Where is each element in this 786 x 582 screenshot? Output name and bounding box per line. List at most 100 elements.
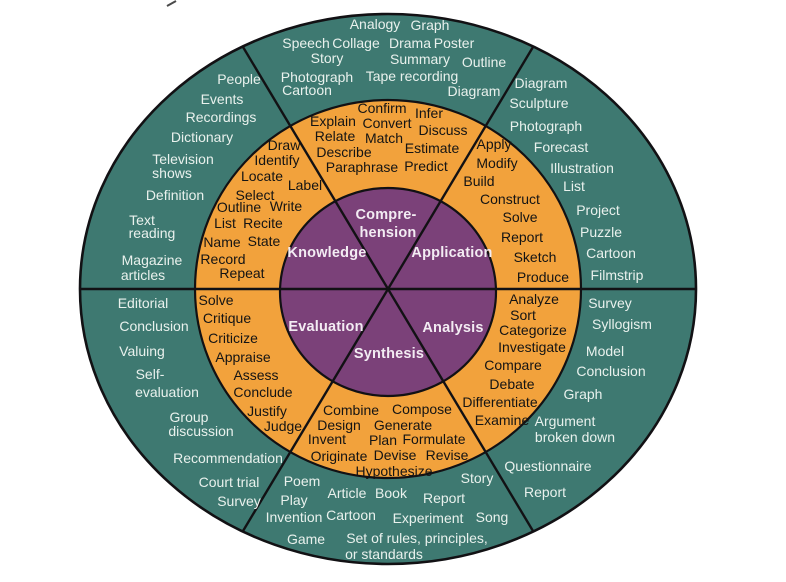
application-verb-apply: Apply xyxy=(476,136,511,152)
knowledge-verb-state: State xyxy=(248,233,281,249)
knowledge-product-definition: Definition xyxy=(146,187,204,203)
comprehension-verb-relate: Relate xyxy=(315,128,356,144)
knowledge-product-reading: reading xyxy=(129,225,176,241)
analysis-verb-categorize: Categorize xyxy=(499,322,567,338)
evaluation-verb-criticize: Criticize xyxy=(208,330,258,346)
application-verb-solve: Solve xyxy=(502,209,537,225)
application-verb-produce: Produce xyxy=(517,269,569,285)
knowledge-verb-list: List xyxy=(214,215,236,231)
knowledge-product-text: Text xyxy=(129,212,155,228)
level-label-synthesis: Synthesis xyxy=(354,346,424,362)
analysis-product-report: Report xyxy=(524,484,566,500)
synthesis-verb-invent: Invent xyxy=(308,431,346,447)
synthesis-verb-formulate: Formulate xyxy=(402,431,465,447)
cropped-text-fragment xyxy=(166,0,177,7)
application-verb-sketch: Sketch xyxy=(514,249,557,265)
synthesis-verb-combine: Combine xyxy=(323,402,379,418)
application-product-photograph: Photograph xyxy=(510,118,582,134)
comprehension-verb-convert: Convert xyxy=(362,115,411,131)
knowledge-verb-locate: Locate xyxy=(241,168,283,184)
comprehension-verb-estimate: Estimate xyxy=(405,140,460,156)
synthesis-verb-hypothesize: Hypothesize xyxy=(355,463,432,479)
application-verb-construct: Construct xyxy=(480,191,540,207)
application-product-project: Project xyxy=(576,202,620,218)
comprehension-product-story: Story xyxy=(311,50,344,66)
application-verb-modify: Modify xyxy=(476,155,517,171)
synthesis-product-cartoon: Cartoon xyxy=(326,507,376,523)
analysis-verb-sort: Sort xyxy=(510,307,536,323)
comprehension-product-diagram: Diagram xyxy=(448,83,501,99)
level-label-analysis: Analysis xyxy=(422,320,483,336)
analysis-product-broken-down: broken down xyxy=(535,429,615,445)
knowledge-verb-record: Record xyxy=(200,251,245,267)
synthesis-product-song: Song xyxy=(476,509,509,525)
application-product-forecast: Forecast xyxy=(534,139,589,155)
analysis-product-model: Model xyxy=(586,343,624,359)
knowledge-verb-repeat: Repeat xyxy=(219,265,264,281)
synthesis-verb-plan: Plan xyxy=(369,432,397,448)
comprehension-verb-match: Match xyxy=(365,130,403,146)
evaluation-product-survey: Survey xyxy=(217,493,261,509)
knowledge-product-shows: shows xyxy=(152,165,192,181)
knowledge-verb-select: Select xyxy=(236,187,275,203)
synthesis-verb-devise: Devise xyxy=(374,447,417,463)
analysis-verb-compare: Compare xyxy=(484,357,542,373)
comprehension-verb-explain: Explain xyxy=(310,113,356,129)
analysis-verb-investigate: Investigate xyxy=(498,339,566,355)
application-product-filmstrip: Filmstrip xyxy=(591,267,644,283)
evaluation-product-conclusion: Conclusion xyxy=(119,318,188,334)
analysis-verb-examine: Examine xyxy=(475,412,530,428)
level-label-knowledge: Knowledge xyxy=(287,245,366,261)
level-label-compre: Compre- xyxy=(355,207,416,223)
evaluation-verb-critique: Critique xyxy=(203,310,251,326)
evaluation-product-recommendation: Recommendation xyxy=(173,450,283,466)
comprehension-verb-infer: Infer xyxy=(415,105,443,121)
knowledge-verb-write: Write xyxy=(270,198,303,214)
comprehension-product-speech: Speech xyxy=(282,35,329,51)
evaluation-verb-solve: Solve xyxy=(198,292,233,308)
application-product-list: List xyxy=(563,178,585,194)
synthesis-verb-revise: Revise xyxy=(426,447,469,463)
comprehension-verb-describe: Describe xyxy=(316,144,371,160)
analysis-product-survey: Survey xyxy=(588,295,632,311)
comprehension-product-summary: Summary xyxy=(390,51,450,67)
application-verb-build: Build xyxy=(463,173,494,189)
comprehension-product-graph: Graph xyxy=(411,17,450,33)
synthesis-product-story: Story xyxy=(461,470,494,486)
synthesis-product-poem: Poem xyxy=(284,473,321,489)
evaluation-product-group: Group xyxy=(170,409,209,425)
sector-divider-upper-right-lower-left xyxy=(241,46,535,532)
knowledge-verb-recite: Recite xyxy=(243,215,283,231)
knowledge-product-recordings: Recordings xyxy=(186,109,257,125)
comprehension-verb-confirm: Confirm xyxy=(357,100,406,116)
synthesis-product-play: Play xyxy=(280,492,307,508)
evaluation-product-valuing: Valuing xyxy=(119,343,165,359)
analysis-product-argument: Argument xyxy=(535,413,596,429)
knowledge-product-people: People xyxy=(217,71,261,87)
evaluation-verb-assess: Assess xyxy=(233,367,278,383)
evaluation-product-discussion: discussion xyxy=(168,423,233,439)
application-product-sculpture: Sculpture xyxy=(509,95,568,111)
evaluation-product-editorial: Editorial xyxy=(118,295,169,311)
comprehension-product-cartoon: Cartoon xyxy=(282,82,332,98)
application-product-illustration: Illustration xyxy=(550,160,614,176)
comprehension-product-photograph: Photograph xyxy=(281,69,353,85)
evaluation-product-self: Self- xyxy=(136,366,165,382)
level-label-hension: hension xyxy=(360,225,417,241)
analysis-product-syllogism: Syllogism xyxy=(592,316,652,332)
synthesis-product-book: Book xyxy=(375,485,408,501)
comprehension-product-analogy: Analogy xyxy=(350,16,401,32)
evaluation-product-court-trial: Court trial xyxy=(199,474,260,490)
application-product-diagram: Diagram xyxy=(515,75,568,91)
synthesis-product-invention: Invention xyxy=(266,509,323,525)
analysis-product-graph: Graph xyxy=(564,386,603,402)
comprehension-product-outline: Outline xyxy=(462,54,507,70)
synthesis-product-report: Report xyxy=(423,490,465,506)
knowledge-verb-outline: Outline xyxy=(217,199,262,215)
comprehension-verb-paraphrase: Paraphrase xyxy=(326,159,399,175)
evaluation-product-evaluation: evaluation xyxy=(135,384,199,400)
synthesis-verb-design: Design xyxy=(317,417,361,433)
synthesis-product-set-of-rules-principles: Set of rules, principles, xyxy=(346,530,488,546)
